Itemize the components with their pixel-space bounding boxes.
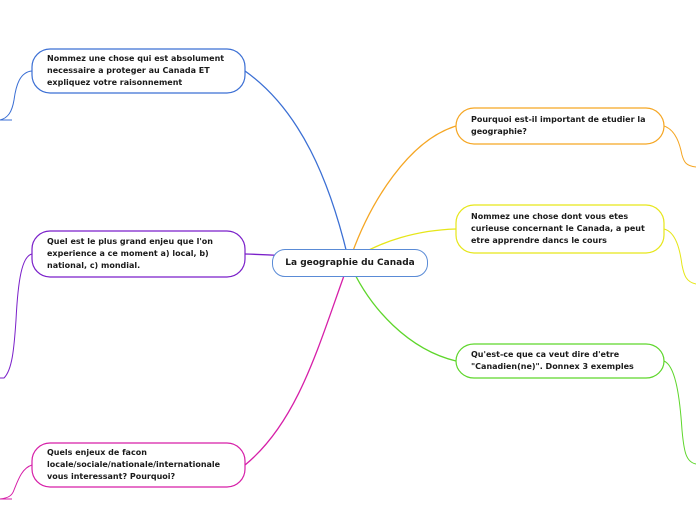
- topic-pourquoi[interactable]: Pourquoi est-il important de etudier la …: [457, 109, 663, 143]
- leader-curieuse: [663, 228, 696, 285]
- connector-proteger: [244, 70, 350, 263]
- topic-curieuse[interactable]: Nommez une chose dont vous etes curieuse…: [457, 206, 663, 252]
- connector-pourquoi: [348, 125, 457, 263]
- topic-enjeu[interactable]: Quel est le plus grand enjeu que l'on ex…: [33, 232, 244, 276]
- topic-proteger-text: Nommez une chose qui est absolument nece…: [47, 54, 225, 87]
- topic-curieuse-text: Nommez une chose dont vous etes curieuse…: [471, 212, 645, 245]
- node-border-proteger: [31, 48, 246, 94]
- leader-canadien: [663, 360, 696, 465]
- topic-enjeux-facon-text: Quels enjeux de facon locale/sociale/nat…: [47, 448, 221, 481]
- leader-proteger: [0, 70, 33, 121]
- node-border-curieuse: [455, 204, 665, 254]
- node-border-enjeux-facon: [31, 442, 246, 488]
- node-border-enjeu: [31, 230, 246, 278]
- connector-canadien: [348, 261, 457, 362]
- central-topic[interactable]: La geographie du Canada: [272, 249, 428, 277]
- leader-enjeux-facon: [0, 464, 33, 500]
- topic-canadien-text: Qu'est-ce que ca veut dire d'etre "Canad…: [471, 350, 634, 371]
- topic-enjeu-text: Quel est le plus grand enjeu que l'on ex…: [47, 237, 213, 270]
- leader-pourquoi: [663, 125, 696, 168]
- topic-pourquoi-text: Pourquoi est-il important de etudier la …: [471, 115, 646, 136]
- topic-enjeux-facon[interactable]: Quels enjeux de facon locale/sociale/nat…: [33, 444, 244, 486]
- central-topic-label: La geographie du Canada: [285, 258, 415, 268]
- connector-enjeux-facon: [244, 261, 350, 466]
- leader-enjeu: [0, 253, 33, 379]
- topic-canadien[interactable]: Qu'est-ce que ca veut dire d'etre "Canad…: [457, 345, 663, 377]
- node-border-pourquoi: [455, 107, 665, 145]
- node-border-canadien: [455, 343, 665, 379]
- topic-proteger[interactable]: Nommez une chose qui est absolument nece…: [33, 50, 244, 92]
